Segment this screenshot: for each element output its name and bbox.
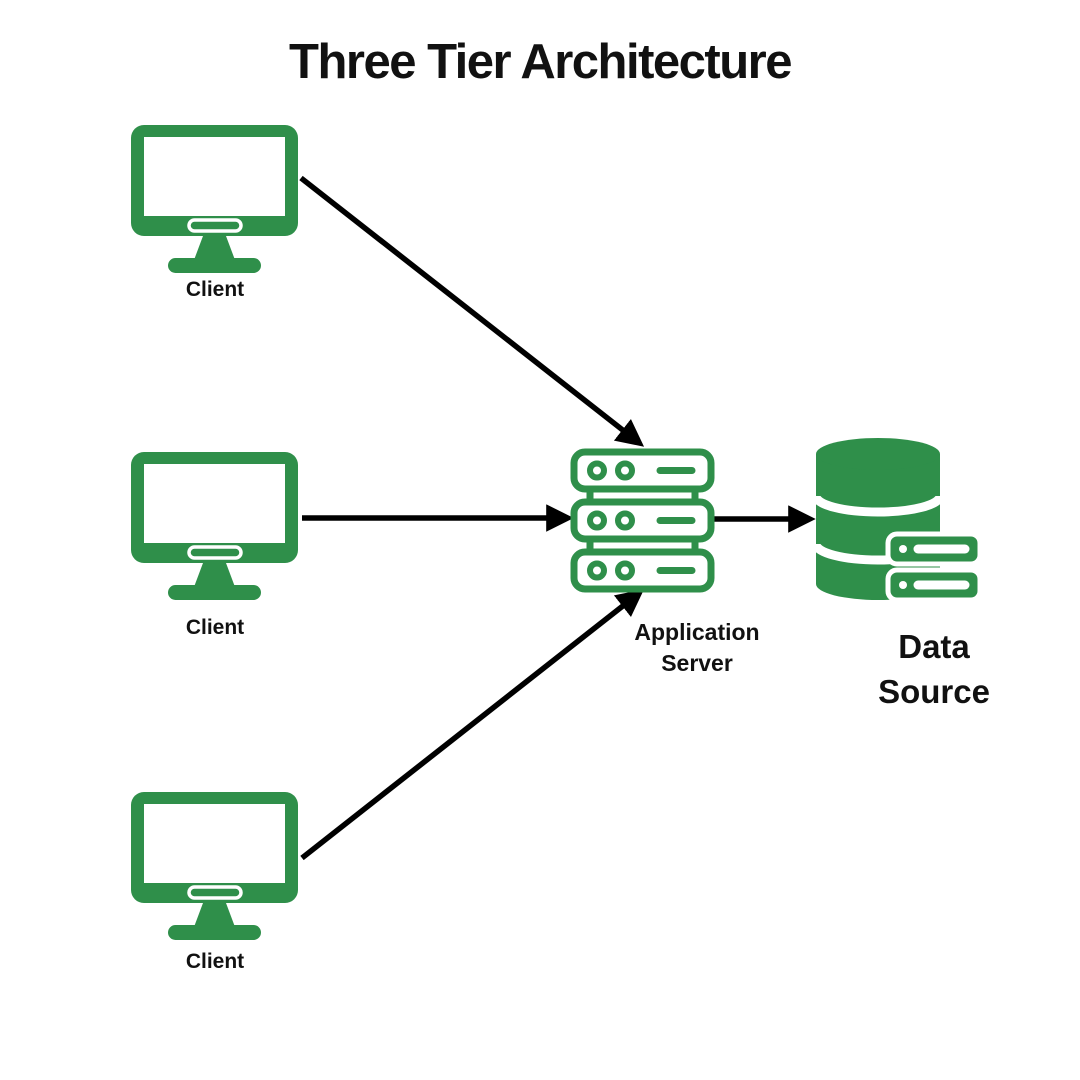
monitor-icon — [131, 792, 298, 940]
client-label: Client — [185, 616, 245, 639]
arrow-client1-to-server — [299, 175, 645, 447]
client-label: Client — [185, 278, 245, 301]
diagram-title: Three Tier Architecture — [289, 35, 792, 89]
monitor-icon — [131, 452, 298, 600]
client-node-3 — [130, 791, 300, 941]
client-node-2 — [130, 451, 300, 601]
client-node-1 — [130, 124, 300, 274]
server-stack-icon — [570, 448, 715, 593]
data-source-node — [812, 434, 987, 606]
database-icon — [812, 438, 983, 603]
data-source-label: Data Source — [878, 628, 990, 710]
monitor-icon — [131, 125, 298, 273]
client-label: Client — [185, 950, 245, 973]
application-server-node — [570, 448, 715, 593]
application-server-label: Application Server — [634, 619, 760, 676]
arrow-client3-to-server — [300, 589, 645, 861]
